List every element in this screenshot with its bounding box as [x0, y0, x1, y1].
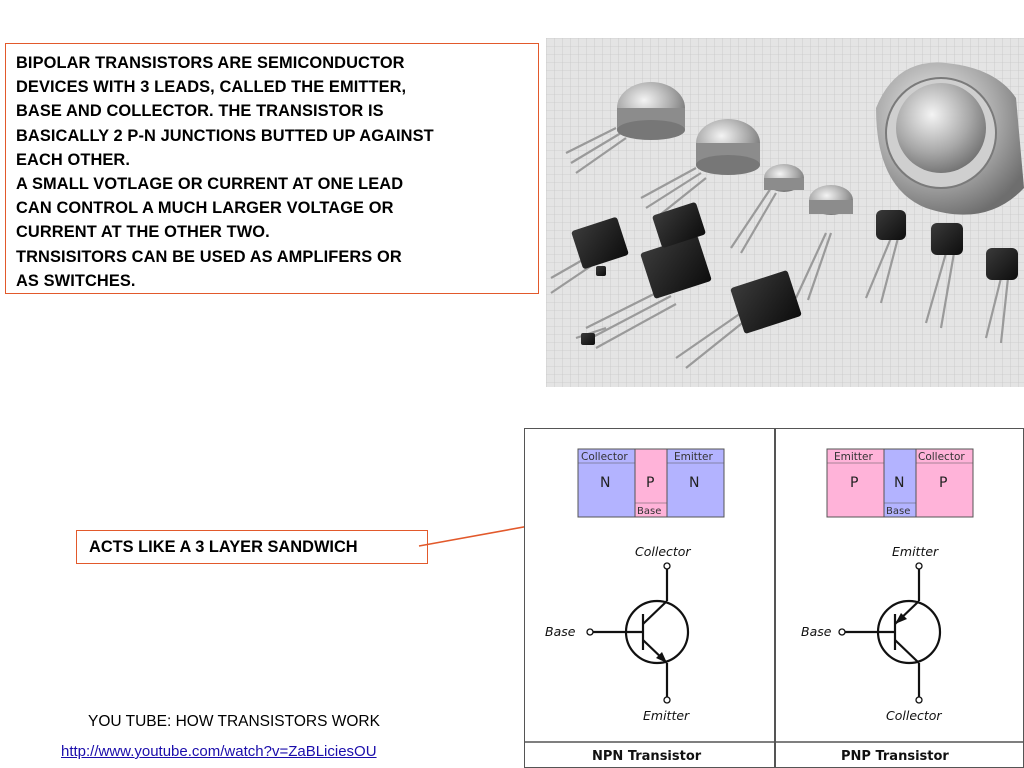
- pnp-layers: Emitter Collector Base P N P: [826, 448, 974, 518]
- npn-layers: Collector Emitter Base N P N: [577, 448, 725, 518]
- intro-line: BIPOLAR TRANSISTORS ARE SEMICONDUCTOR: [16, 54, 405, 72]
- npn-base-terminal: Base: [545, 624, 576, 639]
- intro-line: A SMALL VOTLAGE OR CURRENT AT ONE LEAD: [16, 175, 404, 194]
- npn-emitter-terminal: Emitter: [643, 708, 690, 723]
- intro-line: BASE AND COLLECTOR. THE TRANSISTOR IS: [16, 102, 384, 121]
- video-link[interactable]: http://www.youtube.com/watch?v=ZaBLicies…: [61, 743, 377, 760]
- pnp-mid-letter: N: [894, 475, 904, 491]
- npn-base-label: Base: [637, 506, 661, 517]
- pnp-left-letter: P: [850, 475, 858, 491]
- transistor-diagram: Collector Emitter Base N P N Collector B…: [524, 428, 1024, 768]
- intro-line: CURRENT AT THE OTHER TWO.: [16, 223, 270, 242]
- intro-line: DEVICES WITH 3 LEADS, CALLED THE EMITTER…: [16, 78, 407, 97]
- npn-right-letter: N: [689, 475, 699, 491]
- pnp-collector-terminal: Collector: [886, 708, 942, 723]
- sandwich-callout: ACTS LIKE A 3 LAYER SANDWICH: [76, 530, 428, 564]
- intro-line: CAN CONTROL A MUCH LARGER VOLTAGE OR: [16, 199, 394, 218]
- pnp-emitter-label: Emitter: [834, 451, 873, 463]
- npn-symbol: [586, 562, 690, 704]
- npn-left-letter: N: [600, 475, 610, 491]
- intro-text-box: BIPOLAR TRANSISTORS ARE SEMICONDUCTOR DE…: [5, 43, 539, 294]
- pnp-emitter-terminal: Emitter: [892, 544, 939, 559]
- intro-line: AS SWITCHES.: [16, 271, 136, 290]
- pnp-symbol: [838, 562, 942, 704]
- video-title: YOU TUBE: HOW TRANSISTORS WORK: [88, 713, 380, 730]
- npn-collector-terminal: Collector: [635, 544, 691, 559]
- pnp-caption: PNP Transistor: [841, 749, 949, 764]
- npn-mid-letter: P: [646, 475, 654, 491]
- pnp-base-label: Base: [886, 506, 910, 517]
- transistors-photo: [546, 38, 1024, 387]
- intro-line: TRNSISITORS CAN BE USED AS AMPLIFERS OR: [16, 247, 402, 266]
- intro-line: BASICALLY 2 P-N JUNCTIONS BUTTED UP AGAI…: [16, 126, 434, 145]
- npn-emitter-label: Emitter: [674, 451, 713, 463]
- npn-collector-label: Collector: [581, 451, 628, 463]
- npn-caption: NPN Transistor: [592, 749, 702, 764]
- pnp-collector-label: Collector: [918, 451, 965, 463]
- pnp-base-terminal: Base: [801, 624, 832, 639]
- pnp-right-letter: P: [939, 475, 947, 491]
- intro-line: EACH OTHER.: [16, 150, 131, 169]
